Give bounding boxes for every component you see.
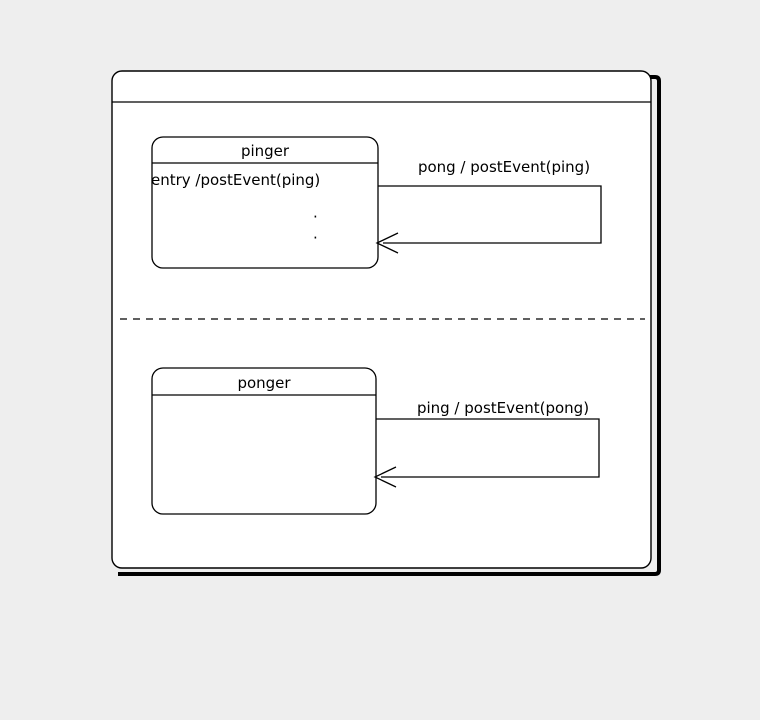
transition-path-ponger[interactable] [376,418,600,478]
state-pinger-title: pinger [241,142,290,160]
state-pinger-ellipsis-dot-1: · [313,208,318,226]
transition-label-ponger: ping / postEvent(pong) [417,399,589,417]
composite-state-shadow [118,75,661,576]
transition-arrowhead-pinger [375,232,399,254]
state-box-ponger[interactable] [151,367,377,515]
state-pinger-ellipsis-dot-2: · [313,229,318,247]
transition-arrowhead-ponger [373,466,397,488]
transition-path-pinger[interactable] [378,185,602,244]
transition-label-pinger: pong / postEvent(ping) [418,158,590,176]
state-ponger-title: ponger [237,374,291,392]
state-box-pinger[interactable] [151,136,379,269]
state-pinger-entry-action: entry /postEvent(ping) [151,171,320,189]
